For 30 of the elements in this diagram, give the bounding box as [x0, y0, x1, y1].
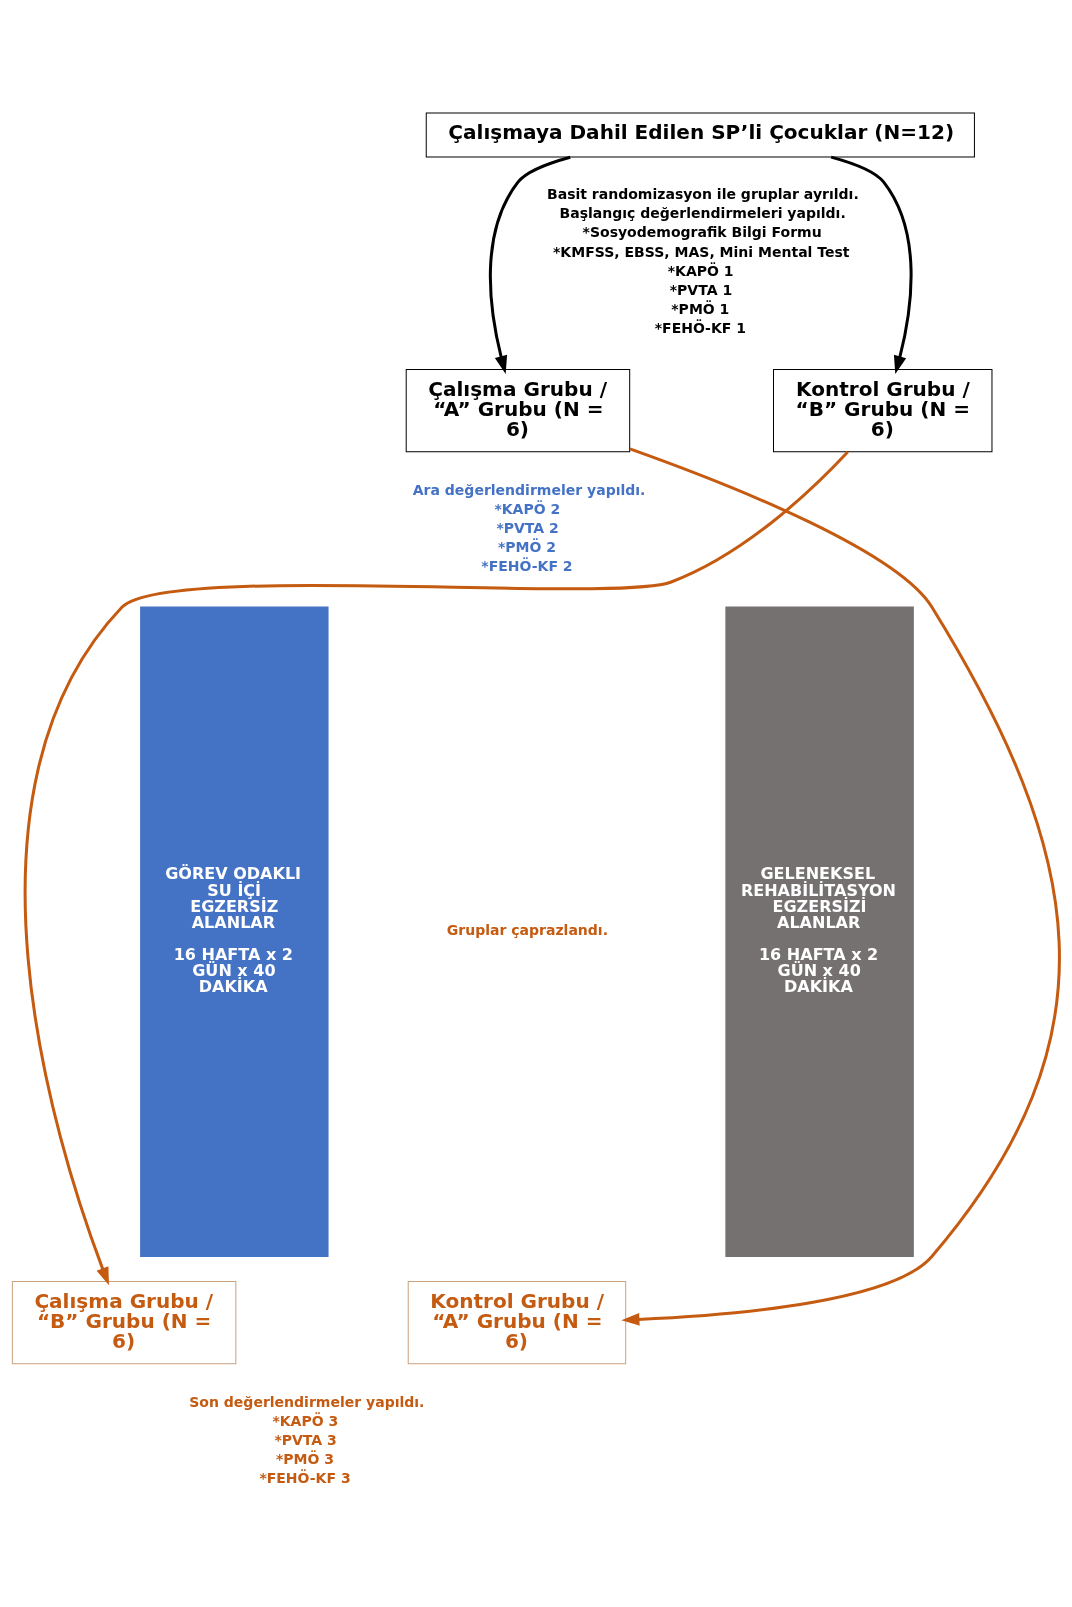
- node-box: Çalışma Grubu / “A” Grubu (N = 6): [405, 369, 631, 453]
- label: *PMÖ 2: [497, 538, 557, 555]
- arrow: [23, 450, 849, 1286]
- node-box: Çalışma Grubu / “B” Grubu (N = 6): [11, 1281, 237, 1365]
- label: *Sosyodemografik Bilgi Formu: [582, 224, 822, 241]
- node-box: Kontrol Grubu / “B” Grubu (N = 6): [773, 369, 993, 453]
- node-box: GELENEKSEL REHABİLİTASYON EGZERSİZİ ALANLAR 16 HAFTA x 2 GÜN x 40 DAKİKA: [725, 606, 914, 1257]
- label: Ara değerlendirmeler yapıldı.: [412, 481, 646, 498]
- node-box: Çalışmaya Dahil Edilen SP’li Çocuklar (N=12): [425, 112, 975, 158]
- label: *PMÖ 1: [671, 300, 730, 317]
- label: *KAPÖ 3: [272, 1412, 339, 1429]
- label: *FEHÖ-KF 2: [481, 557, 573, 574]
- label: *PVTA 3: [274, 1431, 337, 1448]
- label: *KAPÖ 1: [667, 262, 734, 279]
- label: *FEHÖ-KF 3: [259, 1469, 351, 1486]
- label: Gruplar çaprazlandı.: [446, 921, 609, 938]
- node-box: GÖREV ODAKLI SU İÇİ EGZERSİZ ALANLAR 16 HAFTA x 2 GÜN x 40 DAKİKA: [140, 606, 329, 1257]
- arrow: [621, 447, 1061, 1326]
- label: *KMFSS, EBSS, MAS, Mini Mental Test: [553, 243, 850, 260]
- label: Başlangıç değerlendirmeleri yapıldı.: [559, 205, 846, 222]
- label: *KAPÖ 2: [494, 500, 561, 517]
- arrow: [488, 155, 571, 374]
- label: *PVTA 1: [669, 281, 733, 298]
- label: *PVTA 2: [496, 519, 559, 536]
- node-box: Kontrol Grubu / “A” Grubu (N = 6): [407, 1281, 627, 1365]
- arrow: [830, 155, 913, 374]
- label: Son değerlendirmeler yapıldı.: [189, 1393, 425, 1410]
- label: Basit randomizasyon ile gruplar ayrıldı.: [547, 186, 859, 203]
- label: *PMÖ 3: [275, 1450, 335, 1467]
- label: *FEHÖ-KF 1: [654, 319, 747, 336]
